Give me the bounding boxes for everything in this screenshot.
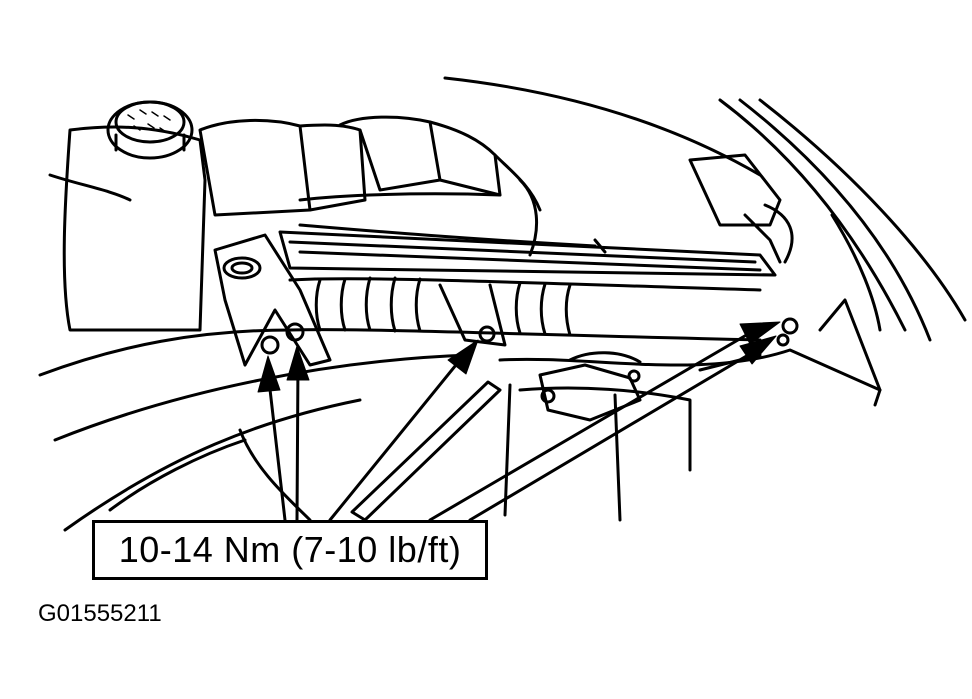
leader-lines [266,328,762,522]
torque-callout: 10-14 Nm (7-10 lb/ft) [92,520,488,580]
torque-spec-text: 10-14 Nm (7-10 lb/ft) [118,529,462,570]
arrowheads [257,321,781,393]
right-bolts [776,317,799,347]
left-bracket [213,233,332,367]
figure-id: G01555211 [38,600,162,627]
hood-outline [443,76,967,342]
engine-cover [198,115,542,257]
reservoir-cap-texture [127,109,171,133]
middle-bracket [438,283,507,347]
cowl-panel [278,223,777,277]
coolant-reservoir [48,100,207,332]
relay-box [688,153,794,264]
actuator-assembly [538,351,642,422]
radiator-hose [288,276,762,342]
